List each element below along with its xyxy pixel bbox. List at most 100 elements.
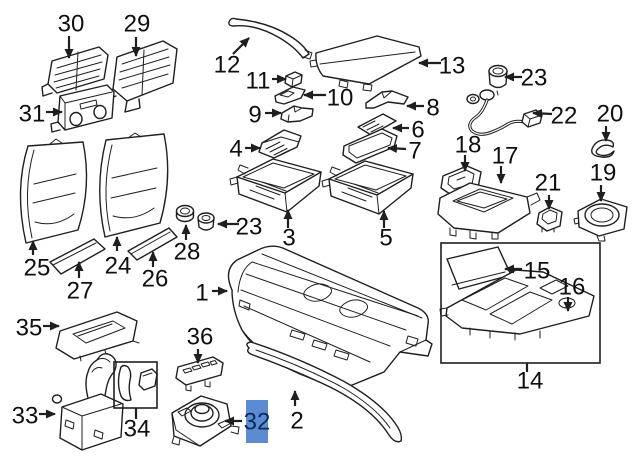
part-trim-finisher-drawing [439,269,595,341]
part-number-text: 25 [24,254,51,281]
part-label-23-lighter-socket-front[interactable]: 23 [504,64,548,91]
part-bracket-upper-drawing [274,86,306,105]
part-label-26-felt-mat-right[interactable]: 26 [142,251,169,292]
part-rear-air-vent-right-drawing [106,40,178,113]
part-clip-drawing [284,71,303,88]
part-label-28-grommet[interactable]: 28 [174,224,201,265]
part-label-7-storage-tray-shallow[interactable]: 7 [387,137,422,164]
part-label-15-trim-panel[interactable]: 15 [504,257,551,284]
part-label-20-clip-hook[interactable]: 20 [597,100,624,142]
part-storage-tray-shallow-drawing [342,128,398,164]
part-rear-console-housing-drawing [437,182,541,240]
part-number-text: 21 [535,169,562,196]
part-number-text: 36 [187,323,214,350]
part-felt-mat-right-drawing [127,227,178,261]
part-lighter-socket-front-drawing [488,64,508,96]
part-label-21-socket-holder[interactable]: 21 [535,169,562,210]
part-rubber-mat-front-drawing [258,129,302,159]
part-felt-mat-left-drawing [49,238,106,275]
part-number-text: 6 [411,116,424,143]
part-side-trim-left-drawing [19,138,88,244]
part-wiring-harness-drawing [466,89,543,136]
part-storage-bin-left-drawing [229,158,322,213]
part-label-16-trim-pad[interactable]: 16 [559,273,586,312]
part-number-text: 35 [16,314,43,341]
part-side-trim-right-drawing [99,132,169,238]
part-bracket-lower-drawing [280,105,314,123]
part-label-5-storage-bin-right[interactable]: 5 [379,210,393,251]
part-number-text: 7 [408,137,421,164]
part-number-text: 9 [248,101,261,128]
part-label-13-armrest-lid[interactable]: 13 [418,52,466,79]
part-rear-control-panel-drawing [50,84,115,133]
part-label-18-tray-insert[interactable]: 18 [455,131,482,172]
part-number-text: 19 [590,159,617,186]
part-number-text: 16 [559,273,586,300]
part-release-lever-drawing [365,90,409,109]
part-label-25-side-trim-left[interactable]: 25 [24,240,51,281]
part-label-23-lighter-socket-rear[interactable]: 23 [217,213,263,240]
part-label-36-switch-panel[interactable]: 36 [187,323,214,364]
part-number-text: 11 [246,67,271,94]
part-number-text: 32 [244,408,271,435]
part-label-22-wiring-harness[interactable]: 22 [532,102,578,129]
part-upper-trim-strip-drawing [228,17,324,63]
part-label-10-bracket-upper[interactable]: 10 [303,84,353,111]
part-grommet-drawing [175,204,195,223]
part-label-11-clip[interactable]: 11 [246,67,287,94]
part-number-text: 18 [455,131,482,158]
part-rubber-mat-rear-drawing [357,113,397,136]
part-number-text: 4 [229,135,242,162]
part-number-text: 5 [379,224,392,251]
part-label-34-shift-boot-set[interactable]: 34 [124,408,151,442]
part-label-29-rear-air-vent-right[interactable]: 29 [124,10,151,57]
part-number-text: 14 [517,367,544,394]
part-label-33-gear-selector[interactable]: 33 [12,402,56,429]
part-side-trim-strip-drawing [246,341,403,443]
part-number-text: 3 [282,224,295,251]
part-armrest-lid-drawing [309,35,422,92]
part-rear-air-vent-left-drawing [41,46,109,97]
part-label-2-side-trim-strip[interactable]: 2 [290,390,304,434]
part-label-4-rubber-mat-front[interactable]: 4 [229,135,261,162]
part-label-9-bracket-lower[interactable]: 9 [248,101,282,128]
part-cup-holder-insert-drawing [573,198,628,242]
part-number-text: 24 [105,252,132,279]
part-number-text: 23 [521,64,548,91]
part-number-text: 17 [492,142,519,169]
part-number-text: 26 [142,265,169,292]
part-number-text: 2 [290,407,303,434]
part-number-text: 15 [524,257,551,284]
part-label-8-release-lever[interactable]: 8 [406,94,440,121]
part-number-text: 8 [426,94,439,121]
part-label-24-side-trim-right[interactable]: 24 [105,236,132,279]
part-number-text: 23 [236,213,263,240]
part-number-text: 22 [551,102,578,129]
part-label-30-rear-air-vent-left[interactable]: 30 [58,10,85,59]
part-number-text: 29 [124,10,151,37]
part-number-text: 33 [12,402,39,429]
part-shift-boot-set-drawing [117,364,158,402]
part-label-12-upper-trim-strip[interactable]: 12 [214,37,250,78]
part-label-32-controller-unit[interactable]: 32 [224,400,271,443]
pointer-arrow [232,37,250,55]
part-label-6-rubber-mat-rear[interactable]: 6 [392,116,425,143]
part-label-35-shifter-surround-trim[interactable]: 35 [16,314,60,341]
part-shifter-surround-trim-drawing [55,311,140,362]
part-number-text: 1 [195,279,208,306]
part-label-1-console-body[interactable]: 1 [195,279,228,306]
part-label-3-storage-bin-left[interactable]: 3 [282,209,296,251]
part-label-19-cup-holder-insert[interactable]: 19 [590,159,617,202]
part-label-17-rear-console-housing[interactable]: 17 [492,142,519,184]
part-label-14-trim-finisher-kit[interactable]: 14 [517,363,544,394]
part-label-27-felt-mat-left[interactable]: 27 [67,261,94,304]
part-number-text: 20 [597,100,624,127]
part-switch-panel-drawing [175,356,224,392]
pointer-arrow [387,144,407,153]
part-number-text: 13 [439,52,466,79]
part-storage-bin-right-drawing [321,160,414,215]
part-label-31-rear-control-panel[interactable]: 31 [19,100,63,127]
part-number-text: 12 [214,51,241,78]
part-clip-hook-drawing [591,139,615,158]
